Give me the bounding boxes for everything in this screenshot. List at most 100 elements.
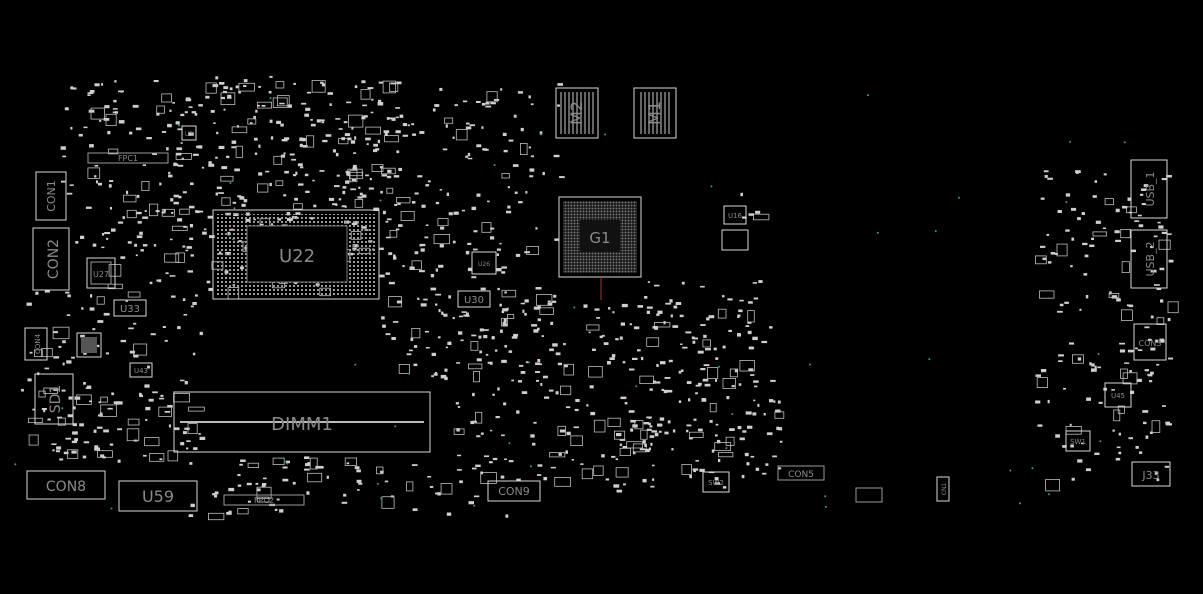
- smd-pad: [168, 424, 171, 428]
- smd-pad: [1156, 288, 1162, 290]
- smd-pad: [238, 82, 255, 92]
- smd-pad: [1092, 195, 1097, 198]
- smd-pad: [540, 383, 543, 386]
- via-dot: [1031, 467, 1034, 470]
- smd-pad: [1035, 255, 1047, 265]
- smd-pad: [382, 210, 386, 215]
- smd-pad: [552, 300, 557, 303]
- smd-pad: [261, 105, 266, 107]
- smd-pad: [346, 172, 351, 176]
- smd-pad: [176, 152, 182, 156]
- smd-pad: [193, 447, 198, 450]
- usb1-port: USB_1: [1130, 159, 1168, 219]
- smd-pad: [305, 107, 311, 111]
- smd-pad: [66, 360, 72, 364]
- smd-pad: [188, 406, 205, 412]
- smd-pad: [438, 309, 441, 313]
- via-dot: [1123, 141, 1126, 144]
- smd-pad: [731, 385, 735, 388]
- smd-pad: [89, 307, 95, 311]
- smd-pad: [431, 375, 434, 378]
- smd-pad: [526, 246, 540, 255]
- u3-chip: U3: [181, 125, 197, 141]
- smd-pad: [275, 81, 285, 89]
- smd-pad: [493, 99, 500, 101]
- smd-pad: [1144, 369, 1149, 372]
- smd-pad: [65, 291, 70, 294]
- smd-pad: [566, 431, 571, 436]
- smd-pad: [536, 293, 553, 306]
- smd-pad: [381, 316, 385, 320]
- smd-pad: [459, 480, 463, 484]
- smd-pad: [283, 152, 286, 155]
- smd-pad: [504, 458, 507, 460]
- smd-pad: [1156, 317, 1165, 326]
- smd-pad: [725, 436, 735, 446]
- smd-pad: [612, 311, 615, 314]
- smd-pad: [345, 180, 350, 184]
- smd-pad: [640, 429, 648, 440]
- smd-pad: [301, 102, 307, 105]
- smd-pad: [82, 455, 87, 459]
- smd-pad: [653, 380, 656, 384]
- smd-pad: [120, 256, 126, 259]
- smd-pad: [100, 396, 108, 403]
- smd-pad: [159, 458, 163, 461]
- smd-pad: [659, 417, 665, 421]
- smd-pad: [256, 496, 270, 503]
- smd-pad: [417, 297, 420, 300]
- smd-pad: [1147, 338, 1152, 341]
- smd-pad: [269, 119, 273, 123]
- smd-pad: [708, 315, 715, 319]
- smd-pad: [1104, 198, 1114, 206]
- smd-pad: [229, 87, 233, 91]
- smd-pad: [589, 385, 594, 389]
- smd-pad: [1055, 434, 1060, 438]
- smd-pad: [304, 113, 309, 117]
- smd-pad: [699, 468, 705, 472]
- smd-pad: [158, 406, 172, 417]
- smd-pad: [177, 164, 184, 167]
- smd-pad: [392, 321, 399, 323]
- smd-pad: [192, 153, 199, 156]
- smd-pad: [524, 312, 527, 316]
- smd-pad: [279, 102, 285, 105]
- smd-pad: [753, 399, 756, 402]
- via-dot: [110, 507, 113, 510]
- smd-pad: [238, 91, 241, 94]
- smd-pad: [475, 464, 481, 467]
- smd-pad: [742, 216, 747, 219]
- smd-pad: [1154, 339, 1159, 343]
- smd-pad: [205, 82, 217, 94]
- smd-pad: [112, 111, 116, 114]
- smd-pad: [216, 186, 222, 190]
- smd-pad: [1037, 424, 1043, 427]
- smd-pad: [396, 150, 400, 154]
- smd-pad: [689, 474, 692, 479]
- smd-pad: [336, 174, 340, 177]
- via-dot: [529, 465, 532, 468]
- smd-pad: [517, 91, 523, 94]
- smd-pad: [247, 462, 260, 469]
- smd-pad: [485, 353, 489, 356]
- smd-pad: [747, 321, 752, 324]
- smd-pad: [574, 408, 579, 412]
- bga-small-left: [76, 332, 102, 358]
- smd-pad: [501, 434, 505, 437]
- smd-pad: [525, 191, 528, 194]
- via-dot: [866, 94, 869, 97]
- smd-pad: [437, 218, 449, 227]
- smd-pad: [382, 80, 396, 94]
- smd-pad: [162, 326, 166, 328]
- smd-pad: [177, 218, 183, 222]
- u30-chip: U30: [457, 290, 491, 308]
- smd-pad: [548, 389, 554, 392]
- smd-pad: [766, 432, 773, 436]
- smd-pad: [1035, 374, 1041, 377]
- smd-pad: [213, 122, 216, 124]
- smd-pad: [695, 460, 699, 462]
- smd-pad: [223, 86, 229, 90]
- smd-pad: [648, 447, 651, 451]
- smd-pad: [215, 76, 219, 80]
- smd-pad: [772, 455, 777, 458]
